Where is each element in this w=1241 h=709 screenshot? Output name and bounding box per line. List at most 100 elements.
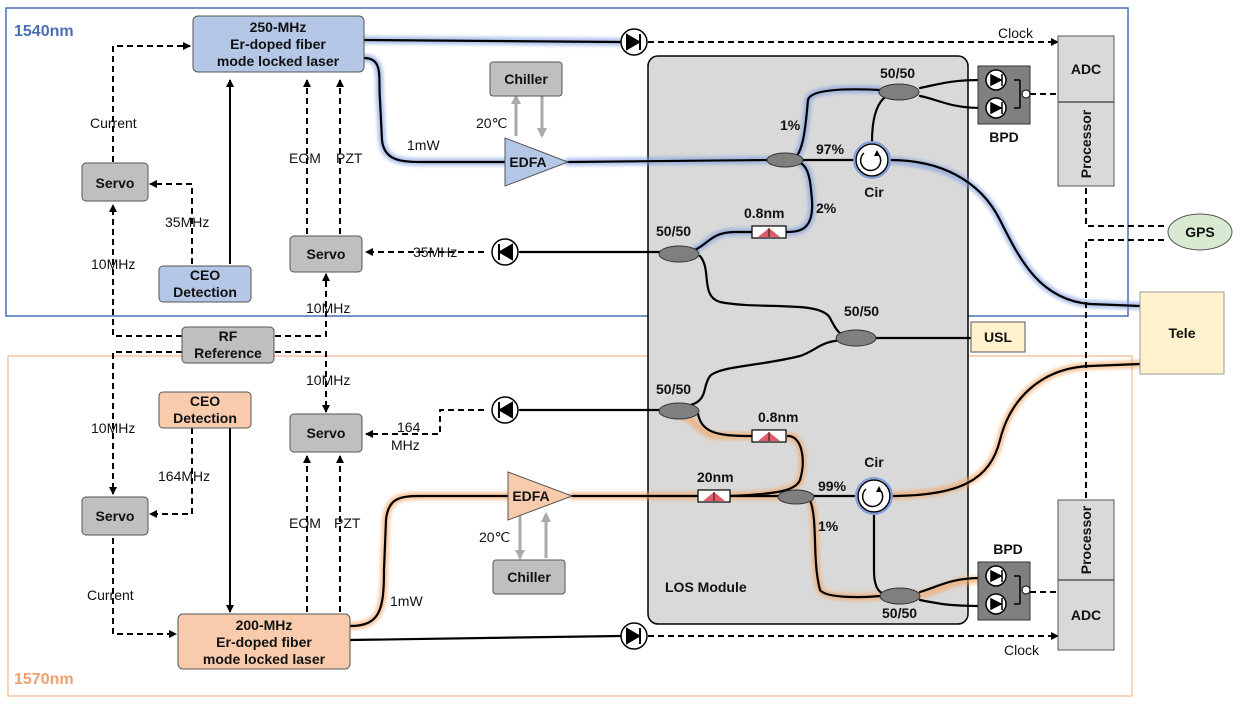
svg-text:ADC: ADC <box>1071 607 1101 623</box>
svg-text:Reference: Reference <box>194 345 262 361</box>
los-module <box>647 55 969 625</box>
couplers <box>658 83 921 605</box>
label-1mw-top: 1mW <box>407 137 440 153</box>
servo-bottom-left: Servo <box>81 496 149 536</box>
label-35mhz-pd: 35MHz <box>413 244 457 260</box>
label-35mhz-ceo: 35MHz <box>165 214 209 230</box>
label-10mhz-bottom-right: 10MHz <box>306 372 350 388</box>
electrical-lines <box>109 38 1168 640</box>
bpd-top: BPD <box>977 65 1031 145</box>
band-1570-label: 1570nm <box>14 671 74 688</box>
svg-text:CEO: CEO <box>190 393 220 409</box>
edfa-bottom: EDFA <box>507 471 574 521</box>
svg-text:Servo: Servo <box>307 246 346 262</box>
bpd-bottom-label: BPD <box>993 541 1023 557</box>
servo-bottom-right: Servo <box>289 413 363 453</box>
svg-text:Detection: Detection <box>173 410 237 426</box>
svg-text:Chiller: Chiller <box>507 569 551 585</box>
label-mhz-pd: MHz <box>391 437 420 453</box>
label-clock-top: Clock <box>998 25 1034 41</box>
adc-processor-top: ADC Processor <box>1057 35 1115 187</box>
rf-reference: RF Reference <box>181 326 275 364</box>
telescope-block: Tele <box>1139 291 1225 375</box>
label-5050-left-bottom: 50/50 <box>656 381 691 397</box>
laser-200mhz-block: 200-MHz Er-doped fiber mode locked laser <box>177 613 351 670</box>
bpd-top-label: BPD <box>989 129 1019 145</box>
filter-08nm-top <box>751 225 787 239</box>
photodiode-clock-top <box>620 28 648 56</box>
label-clock-bottom: Clock <box>1004 642 1040 658</box>
label-1pct-top: 1% <box>780 117 801 133</box>
label-20nm: 20nm <box>697 469 734 485</box>
edfa-top: EDFA <box>504 137 570 187</box>
laser-250-line3: mode locked laser <box>217 53 340 69</box>
label-current-top: Current <box>90 115 137 131</box>
label-pzt-top: PZT <box>336 150 363 166</box>
label-99pct: 99% <box>818 478 847 494</box>
svg-text:Cir: Cir <box>864 454 884 470</box>
chiller-lines <box>511 94 551 560</box>
svg-text:ADC: ADC <box>1071 61 1101 77</box>
svg-text:Cir: Cir <box>864 184 884 200</box>
label-temp-bottom: 20℃ <box>479 529 510 545</box>
circulator-top: Cir <box>853 141 891 200</box>
label-97pct: 97% <box>816 141 845 157</box>
label-10mhz-top-right: 10MHz <box>306 300 350 316</box>
laser-200-line2: Er-doped fiber <box>216 634 312 650</box>
svg-text:Processor: Processor <box>1078 505 1094 574</box>
adc-processor-bottom: ADC Processor <box>1057 499 1115 651</box>
filter-08nm-bottom <box>751 429 787 443</box>
label-10mhz-top-left: 10MHz <box>91 256 135 272</box>
label-08nm-top: 0.8nm <box>744 205 784 221</box>
svg-text:Processor: Processor <box>1078 109 1094 178</box>
label-5050-top: 50/50 <box>880 65 915 81</box>
gps-node: GPS <box>1167 213 1233 251</box>
circulator-bottom: Cir <box>855 454 893 515</box>
label-temp-top: 20℃ <box>476 115 507 131</box>
band-1570-frame <box>7 355 1133 697</box>
band-1540-frame <box>5 7 1129 317</box>
label-1pct-bottom: 1% <box>818 518 839 534</box>
label-2pct: 2% <box>816 200 837 216</box>
laser-200-line3: mode locked laser <box>203 651 326 667</box>
los-module-label: LOS Module <box>665 579 747 595</box>
svg-text:RF: RF <box>219 328 238 344</box>
servo-top-left: Servo <box>81 162 149 202</box>
svg-text:Tele: Tele <box>1169 325 1196 341</box>
laser-200-line1: 200-MHz <box>236 617 293 633</box>
label-5050-bottom: 50/50 <box>882 605 917 621</box>
svg-text:EDFA: EDFA <box>509 154 546 170</box>
label-164-pd: 164 <box>397 419 421 435</box>
svg-text:EDFA: EDFA <box>512 488 549 504</box>
svg-text:Servo: Servo <box>96 508 135 524</box>
label-5050-middle: 50/50 <box>844 303 879 319</box>
laser-250-line1: 250-MHz <box>250 19 307 35</box>
svg-text:Servo: Servo <box>96 175 135 191</box>
laser-250mhz-block: 250-MHz Er-doped fiber mode locked laser <box>192 15 365 73</box>
diagram-labels: Current Current 35MHz 164MHz 10MHz 10MHz… <box>87 25 1040 658</box>
svg-text:Servo: Servo <box>307 425 346 441</box>
photodiode-35mhz <box>491 238 519 266</box>
svg-text:USL: USL <box>984 329 1012 345</box>
label-10mhz-bottom-left: 10MHz <box>91 420 135 436</box>
ceo-detection-bottom: CEO Detection <box>158 391 252 429</box>
servo-top-right: Servo <box>289 235 363 273</box>
filter-20nm <box>697 489 731 503</box>
label-pzt-bottom: PZT <box>334 515 361 531</box>
label-1mw-bottom: 1mW <box>390 593 423 609</box>
label-164mhz-ceo: 164MHz <box>158 468 210 484</box>
label-5050-left-top: 50/50 <box>656 223 691 239</box>
photodiode-clock-bottom <box>620 622 648 650</box>
svg-text:GPS: GPS <box>1185 224 1215 240</box>
bpd-bottom: BPD <box>977 541 1031 621</box>
label-eom-top: EOM <box>289 150 321 166</box>
chiller-top: Chiller <box>489 61 563 97</box>
svg-text:Chiller: Chiller <box>504 71 548 87</box>
label-eom-bottom: EOM <box>289 515 321 531</box>
photodiode-164mhz <box>491 396 519 424</box>
label-08nm-bottom: 0.8nm <box>758 409 798 425</box>
ceo-detection-top: CEO Detection <box>158 265 252 303</box>
usl-block: USL <box>970 321 1026 353</box>
band-1540-label: 1540nm <box>14 23 74 40</box>
